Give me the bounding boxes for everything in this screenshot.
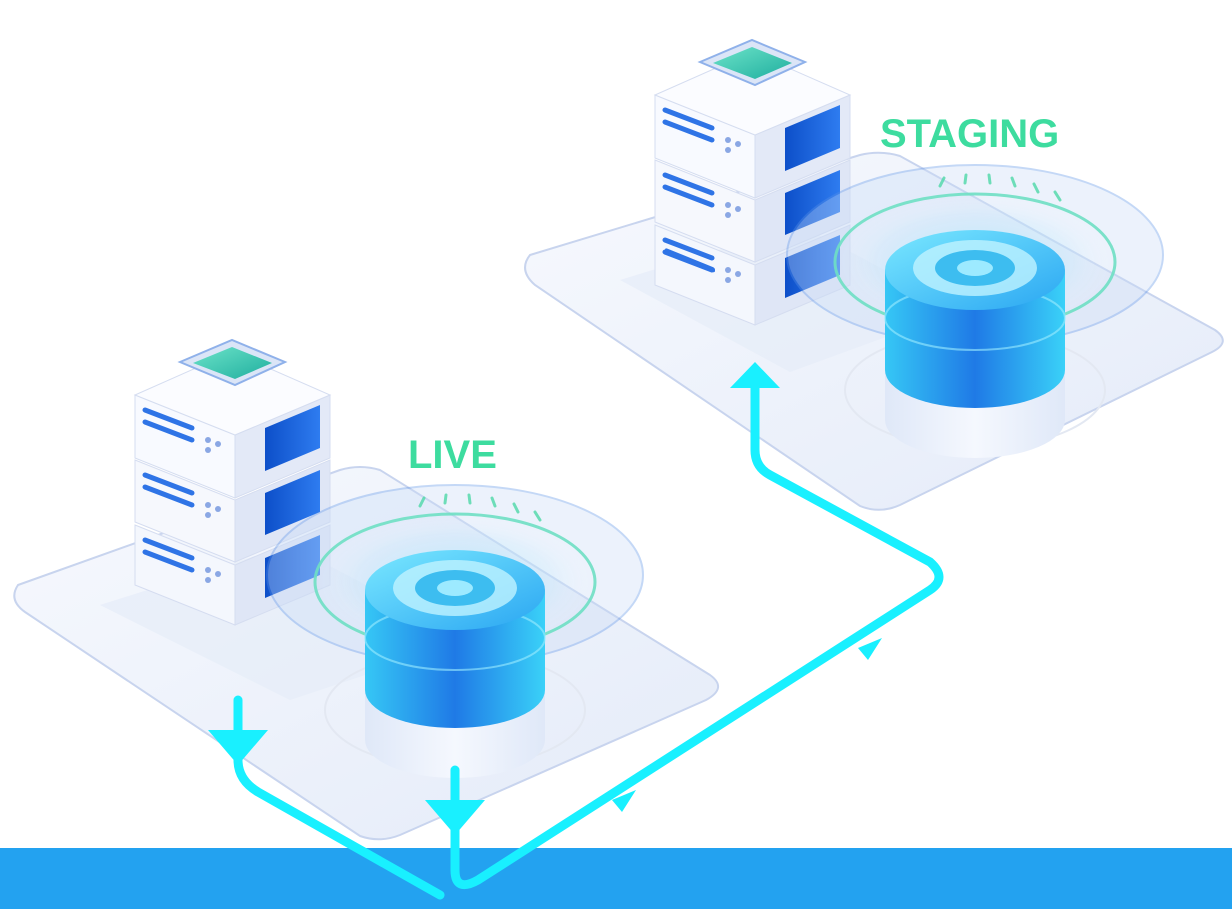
- flow-path-database: [450, 375, 944, 890]
- live-server-stack: [133, 338, 332, 626]
- bottom-band: [0, 848, 1232, 909]
- staging-label: STAGING: [880, 112, 1059, 156]
- arrow-down-database: [425, 800, 485, 835]
- staging-server-stack: [653, 38, 852, 326]
- flow-arrows: [208, 362, 882, 835]
- live-label: LIVE: [408, 433, 497, 477]
- arrow-mid-2: [858, 638, 882, 660]
- staging-database: [786, 164, 1164, 458]
- arrow-up-staging: [730, 362, 780, 388]
- staging-environment: STAGING: [524, 38, 1224, 511]
- live-database: [266, 484, 644, 778]
- arrow-mid-1: [612, 790, 636, 812]
- arrow-down-server: [208, 730, 268, 765]
- live-environment: LIVE: [13, 338, 719, 841]
